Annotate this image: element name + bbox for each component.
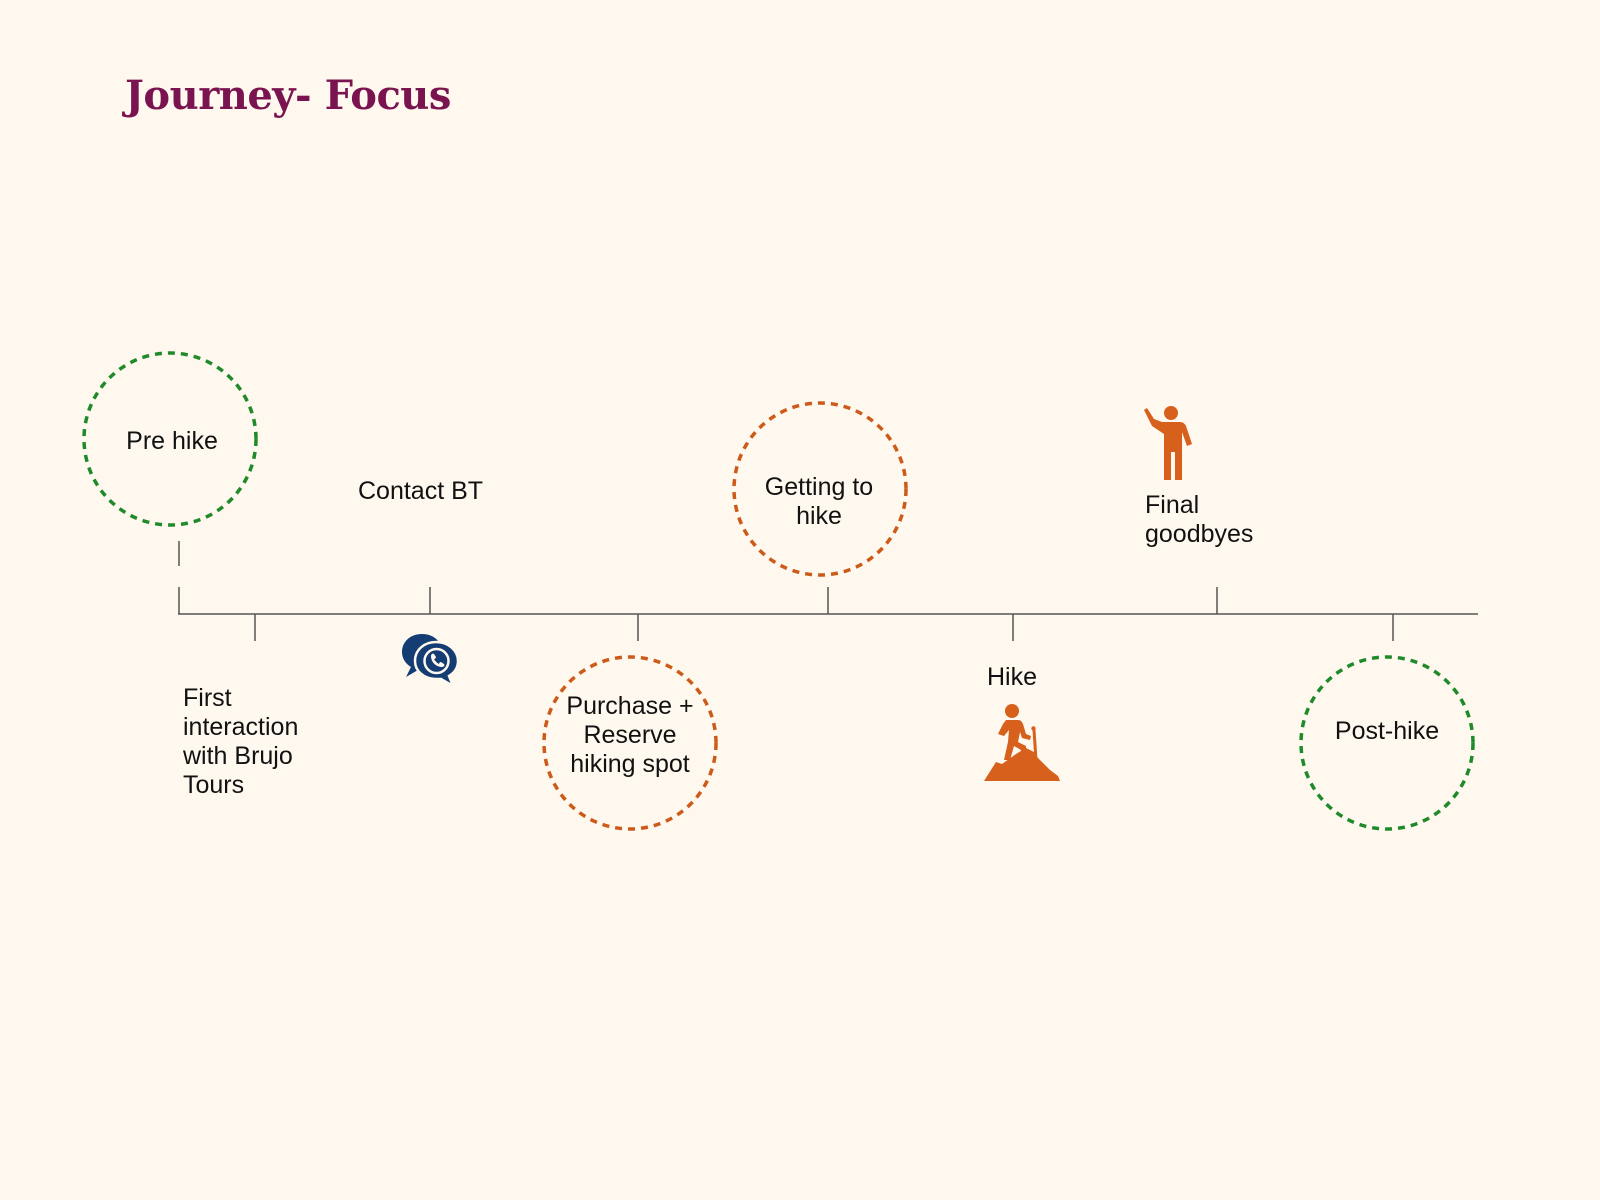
- step-label-hike: Hike: [987, 663, 1038, 691]
- hiker-icon: [984, 704, 1060, 781]
- stage-circle-post-hike: [1299, 655, 1475, 831]
- stage-circle-purchase: [542, 655, 718, 831]
- stage-label-post-hike: Post-hike: [1334, 717, 1440, 745]
- stage-label-getting-to-hike: Getting to hike: [764, 473, 874, 530]
- step-label-first-interaction: First interaction with Brujo Tours: [183, 684, 299, 799]
- page-title: Journey- Focus: [125, 72, 451, 119]
- step-label-final-goodbyes: Final goodbyes: [1145, 491, 1254, 548]
- stage-label-pre-hike: Pre hike: [126, 427, 218, 455]
- stage-circle-pre-hike: [82, 351, 258, 527]
- step-label-contact-bt: Contact BT: [358, 477, 484, 505]
- stage-circle-getting-to-hike: [732, 401, 908, 577]
- phone-chat-icon: [402, 634, 460, 686]
- waving-person-icon: [1144, 406, 1192, 480]
- stage-label-purchase-reserve: Purchase + Reserve hiking spot: [566, 692, 694, 778]
